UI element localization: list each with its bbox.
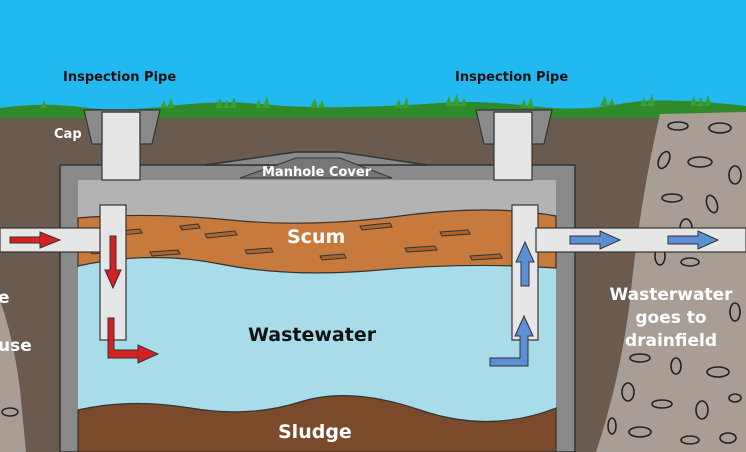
scum-label: Scum: [287, 226, 346, 248]
gravel-left: [0, 300, 26, 452]
drainfield-caption-line3: drainfield: [624, 331, 718, 351]
manhole-cover-label: Manhole Cover: [262, 165, 372, 180]
gravel-stone-left: [1, 407, 19, 417]
drainfield-caption-line1: Wasterwater: [609, 285, 733, 305]
blue-flow-arrow: [489, 230, 720, 367]
red-flow-arrow: [9, 231, 160, 364]
sludge-label: Sludge: [278, 421, 352, 443]
wastewater-label: Wastewater: [248, 324, 377, 346]
sky: [0, 0, 746, 112]
inspection-pipe-left-shape: [83, 109, 161, 181]
drainfield-caption: Wasterwater goes to drainfield: [596, 284, 746, 353]
sludge-layer: [77, 395, 557, 452]
grass: [0, 94, 746, 118]
cap-label: Cap: [54, 127, 82, 142]
inspection-pipe-right-shape: [475, 109, 553, 181]
house-caption-line2: use: [0, 336, 32, 356]
house-caption-line1: e: [0, 288, 10, 308]
cap-shape: [83, 109, 161, 145]
drainfield-caption-line2: goes to: [635, 308, 707, 328]
inspection-pipe-label-right: Inspection Pipe: [455, 70, 569, 85]
inspection-pipe-label-left: Inspection Pipe: [63, 70, 177, 85]
gravel-drainfield: [596, 112, 746, 452]
